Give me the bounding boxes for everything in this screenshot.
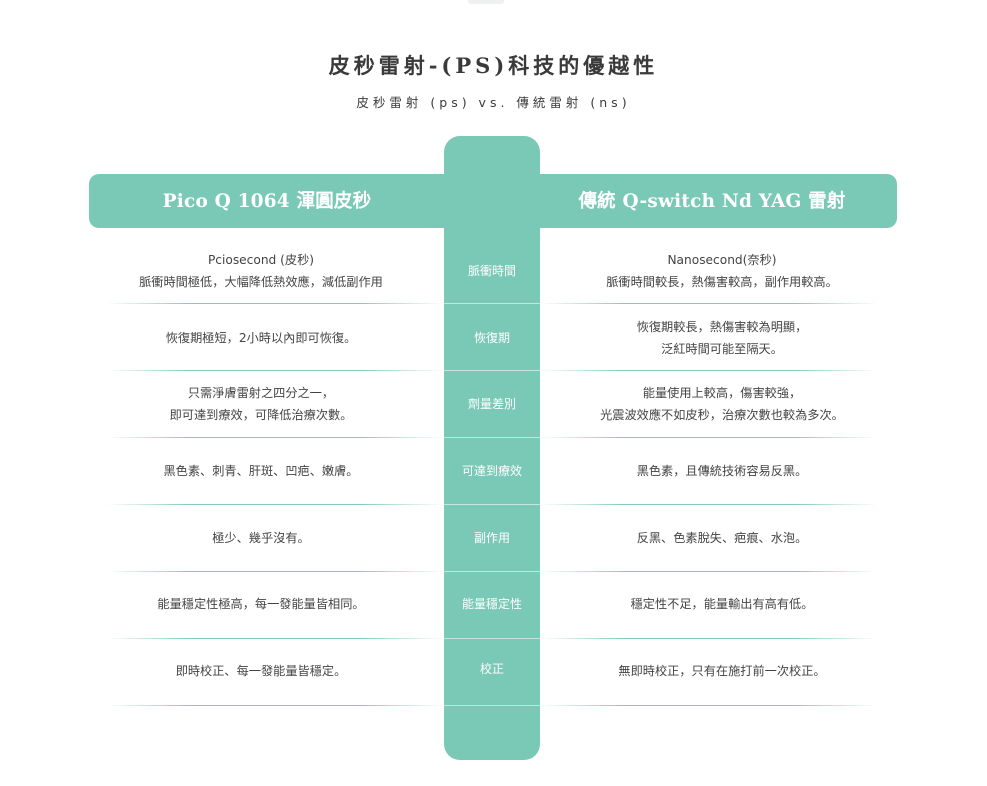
page-subtitle: 皮秒雷射 (ps) vs. 傳統雷射 (ns) <box>356 95 631 110</box>
row-right-cell: 穩定性不足，能量輸出有高有低。 <box>566 581 878 627</box>
row-right-line: 無即時校正，只有在施打前一次校正。 <box>618 664 826 678</box>
row-category: 可達到療效 <box>444 448 540 494</box>
row-right-cell: 能量使用上較高，傷害較強， 光震波效應不如皮秒，治療次數也較為多次。 <box>566 381 878 427</box>
row-left-line: 黑色素、刺青、肝斑、凹疤、嫩膚。 <box>163 464 359 478</box>
row-left-cell: 即時校正、每一發能量皆穩定。 <box>106 648 416 694</box>
row-divider <box>106 303 444 304</box>
row-divider <box>106 705 444 706</box>
row-left-line: 能量穩定性極高，每一發能量皆相同。 <box>157 597 365 611</box>
row-left-line: 即可達到療效，可降低治療次數。 <box>169 408 353 422</box>
top-decoration <box>468 0 504 4</box>
row-divider <box>106 370 444 371</box>
comparison-header <box>89 174 897 228</box>
row-divider <box>540 303 878 304</box>
row-left-cell: 只需淨膚雷射之四分之一， 即可達到療效，可降低治療次數。 <box>106 381 416 427</box>
row-left-line: 只需淨膚雷射之四分之一， <box>187 386 335 400</box>
row-left-cell: 黑色素、刺青、肝斑、凹疤、嫩膚。 <box>106 448 416 494</box>
row-divider <box>540 638 878 639</box>
row-category: 脈衝時間 <box>444 248 540 294</box>
row-left-line: 脈衝時間極低，大幅降低熱效應，減低副作用 <box>139 275 383 289</box>
row-category: 恢復期 <box>444 315 540 361</box>
row-right-line: 黑色素，且傳統技術容易反黑。 <box>636 464 808 478</box>
row-divider <box>444 437 540 438</box>
row-category: 副作用 <box>444 515 540 561</box>
row-category-label: 恢復期 <box>473 331 510 345</box>
row-left-cell: 恢復期極短，2小時以內即可恢復。 <box>106 315 416 361</box>
row-left-cell: 極少、幾乎沒有。 <box>106 515 416 561</box>
row-divider <box>444 504 540 505</box>
row-left-line: Pciosecond (皮秒) <box>207 253 315 267</box>
row-left-line: 恢復期極短，2小時以內即可恢復。 <box>165 331 357 345</box>
row-divider <box>106 437 444 438</box>
row-category: 校正 <box>444 646 540 692</box>
row-right-cell: 反黑、色素脫失、疤痕、水泡。 <box>566 515 878 561</box>
row-right-line: 恢復期較長，熱傷害較為明顯， <box>636 320 808 334</box>
row-right-cell: Nanosecond(奈秒) 脈衝時間較長，熱傷害較高，副作用較高。 <box>566 248 878 294</box>
row-right-line: 能量使用上較高，傷害較強， <box>642 386 802 400</box>
row-category: 能量穩定性 <box>444 581 540 627</box>
row-divider <box>106 571 444 572</box>
row-left-cell: 能量穩定性極高，每一發能量皆相同。 <box>106 581 416 627</box>
row-right-line: Nanosecond(奈秒) <box>667 253 777 267</box>
row-divider <box>444 303 540 304</box>
row-right-line: 泛紅時間可能至隔天。 <box>661 342 783 356</box>
row-right-cell: 恢復期較長，熱傷害較為明顯， 泛紅時間可能至隔天。 <box>566 315 878 361</box>
row-category-label: 可達到療效 <box>461 464 522 478</box>
row-category-label: 副作用 <box>473 531 510 545</box>
row-right-line: 反黑、色素脫失、疤痕、水泡。 <box>636 531 808 545</box>
row-divider <box>106 638 444 639</box>
row-category: 劑量差別 <box>444 381 540 427</box>
row-divider <box>540 370 878 371</box>
row-divider <box>540 437 878 438</box>
row-category-label: 劑量差別 <box>467 397 516 411</box>
page-title: 皮秒雷射-(PS)科技的優越性 <box>328 53 659 78</box>
row-right-line: 光震波效應不如皮秒，治療次數也較為多次。 <box>600 408 844 422</box>
row-divider <box>540 705 878 706</box>
row-left-line: 即時校正、每一發能量皆穩定。 <box>175 664 347 678</box>
row-left-line: 極少、幾乎沒有。 <box>212 531 310 545</box>
row-right-cell: 黑色素，且傳統技術容易反黑。 <box>566 448 878 494</box>
row-divider <box>540 571 878 572</box>
row-left-cell: Pciosecond (皮秒) 脈衝時間極低，大幅降低熱效應，減低副作用 <box>106 248 416 294</box>
row-divider <box>444 638 540 639</box>
header-traditional: 傳統 Q-switch Nd YAG 雷射 <box>578 191 846 212</box>
row-right-line: 穩定性不足，能量輸出有高有低。 <box>630 597 814 611</box>
row-right-cell: 無即時校正，只有在施打前一次校正。 <box>566 648 878 694</box>
row-category-label: 能量穩定性 <box>461 597 522 611</box>
header-pico: Pico Q 1064 渾圓皮秒 <box>162 191 372 212</box>
row-divider <box>444 705 540 706</box>
row-divider <box>444 370 540 371</box>
row-divider <box>106 504 444 505</box>
category-column <box>444 136 540 760</box>
row-category-label: 校正 <box>479 662 504 676</box>
row-divider <box>540 504 878 505</box>
row-right-line: 脈衝時間較長，熱傷害較高，副作用較高。 <box>606 275 838 289</box>
row-category-label: 脈衝時間 <box>467 264 516 278</box>
row-divider <box>444 571 540 572</box>
